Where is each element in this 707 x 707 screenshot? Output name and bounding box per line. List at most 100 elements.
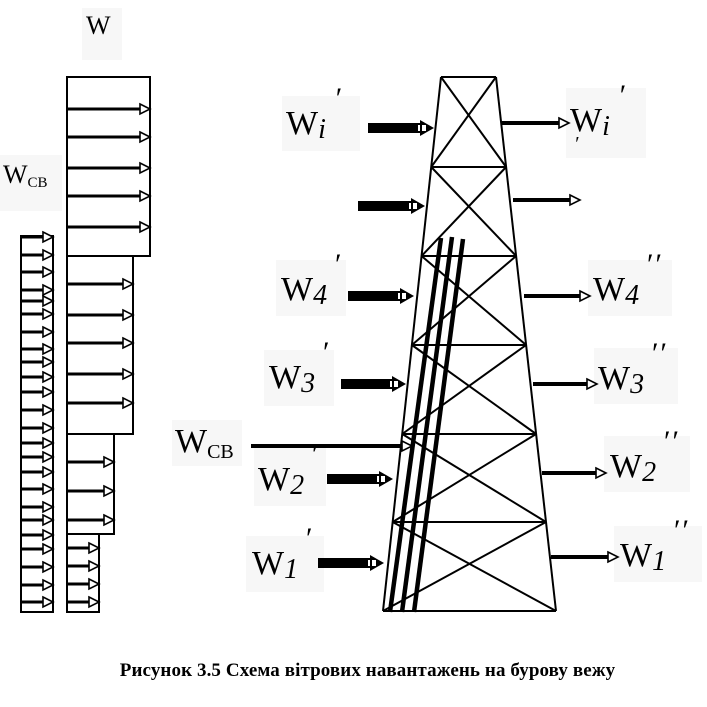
- arrow-head: [103, 484, 116, 498]
- arrow-head: [122, 367, 135, 381]
- stepped-wind-profile: [66, 76, 152, 613]
- label-wi-stray-prime: ′: [574, 133, 579, 155]
- arrow-head: [400, 288, 414, 304]
- uniform-wind-profile: [20, 230, 55, 613]
- arrow-head: [42, 595, 55, 609]
- arrow-notch-inner: [422, 125, 426, 131]
- tower-brace: [420, 166, 507, 257]
- stepped-wind-arrow: [68, 559, 101, 573]
- uniform-wind-arrow: [21, 542, 55, 556]
- arrow-head: [420, 120, 434, 136]
- arrow-head: [595, 466, 608, 480]
- label-background: [604, 436, 690, 492]
- tower-brace: [440, 76, 507, 168]
- uniform-wind-arrow: [21, 528, 55, 542]
- arrow-head: [42, 283, 55, 297]
- force-arrows: [251, 116, 620, 571]
- uniform-wind-arrow: [21, 307, 55, 321]
- arrow-head: [42, 528, 55, 542]
- label-background: [594, 348, 678, 404]
- arrow-head: [42, 500, 55, 514]
- arrow-head: [122, 336, 135, 350]
- arrow-head: [42, 342, 55, 356]
- uniform-wind-arrow: [21, 265, 55, 279]
- arrow-head: [42, 542, 55, 556]
- tower-brace: [430, 76, 497, 168]
- arrow-notch-inner: [402, 293, 406, 299]
- stepped-wind-arrow: [68, 367, 135, 381]
- arrow-head: [88, 595, 101, 609]
- uniform-wind-arrow: [21, 355, 55, 369]
- figure-caption: Рисунок 3.5 Схема вітрових навантажень н…: [119, 660, 616, 681]
- arrow-head: [42, 513, 55, 527]
- label-background: [254, 448, 326, 506]
- arrow-head: [42, 265, 55, 279]
- arrow-head: [42, 560, 55, 574]
- force-arrow-w1-left: [318, 555, 384, 571]
- force-arrow-w5-right: [513, 193, 582, 207]
- label-wi-prime-left: Wi′: [286, 82, 341, 145]
- label-w1-prime-left: W1′: [252, 522, 311, 585]
- drill-pipe: [411, 238, 466, 613]
- label-w4-dprime-right: W4′′: [593, 248, 662, 311]
- uniform-wind-arrow: [21, 595, 55, 609]
- stepped-wind-arrow: [68, 189, 152, 203]
- label-background: [566, 88, 646, 158]
- force-arrow-w4-left: [348, 288, 414, 304]
- arrow-head: [42, 436, 55, 450]
- arrow-head: [392, 376, 406, 392]
- arrow-head: [88, 559, 101, 573]
- uniform-wind-arrow: [21, 465, 55, 479]
- arrow-head: [42, 385, 55, 399]
- force-arrow-w3-right: [533, 377, 599, 391]
- tower-brace: [392, 521, 557, 612]
- arrow-head: [103, 455, 116, 469]
- arrow-head: [122, 396, 135, 410]
- label-background: [614, 526, 702, 582]
- stepped-wind-arrow: [68, 130, 152, 144]
- uniform-wind-arrow: [21, 370, 55, 384]
- force-arrow-wi-right: [501, 116, 571, 130]
- arrow-notch-inner: [381, 476, 385, 482]
- uniform-wind-arrow: [21, 513, 55, 527]
- label-background: [276, 260, 346, 316]
- uniform-wind-arrow: [21, 482, 55, 496]
- force-arrow-w2-left: [327, 471, 393, 487]
- arrow-head: [607, 550, 620, 564]
- arrow-head: [139, 161, 152, 175]
- stepped-wind-arrow: [68, 102, 152, 116]
- force-arrow-w1-right: [551, 550, 620, 564]
- arrow-head: [42, 421, 55, 435]
- uniform-wind-arrow: [21, 248, 55, 262]
- label-w1-dprime-right: W1′′: [620, 514, 689, 577]
- label-wi-prime-right: Wi′: [570, 79, 625, 142]
- arrow-head: [42, 355, 55, 369]
- stepped-wind-arrow: [68, 308, 135, 322]
- stepped-wind-arrow: [68, 161, 152, 175]
- arrow-head: [88, 577, 101, 591]
- arrow-head: [42, 248, 55, 262]
- arrow-head: [103, 513, 116, 527]
- uniform-wind-arrow: [21, 436, 55, 450]
- force-arrow-w3-left: [341, 376, 406, 392]
- label-background: [172, 420, 242, 466]
- tower-brace: [430, 166, 517, 257]
- arrow-head: [122, 308, 135, 322]
- arrow-head: [42, 465, 55, 479]
- label-background: [246, 536, 324, 592]
- arrow-shaft: [368, 123, 420, 133]
- stepped-wind-arrow: [68, 484, 116, 498]
- arrow-head: [569, 193, 582, 207]
- stepped-wind-arrow: [68, 220, 152, 234]
- arrow-head: [139, 220, 152, 234]
- arrow-notch-inner: [394, 381, 398, 387]
- uniform-wind-arrow: [21, 342, 55, 356]
- arrow-head: [42, 578, 55, 592]
- drill-pipe: [399, 236, 455, 613]
- tower-brace: [401, 344, 527, 435]
- label-w3-prime-left: W3′: [269, 336, 328, 399]
- arrow-shaft: [327, 474, 379, 484]
- label-background: [82, 8, 122, 60]
- uniform-wind-arrow: [21, 421, 55, 435]
- force-arrow-wsv: [251, 439, 414, 453]
